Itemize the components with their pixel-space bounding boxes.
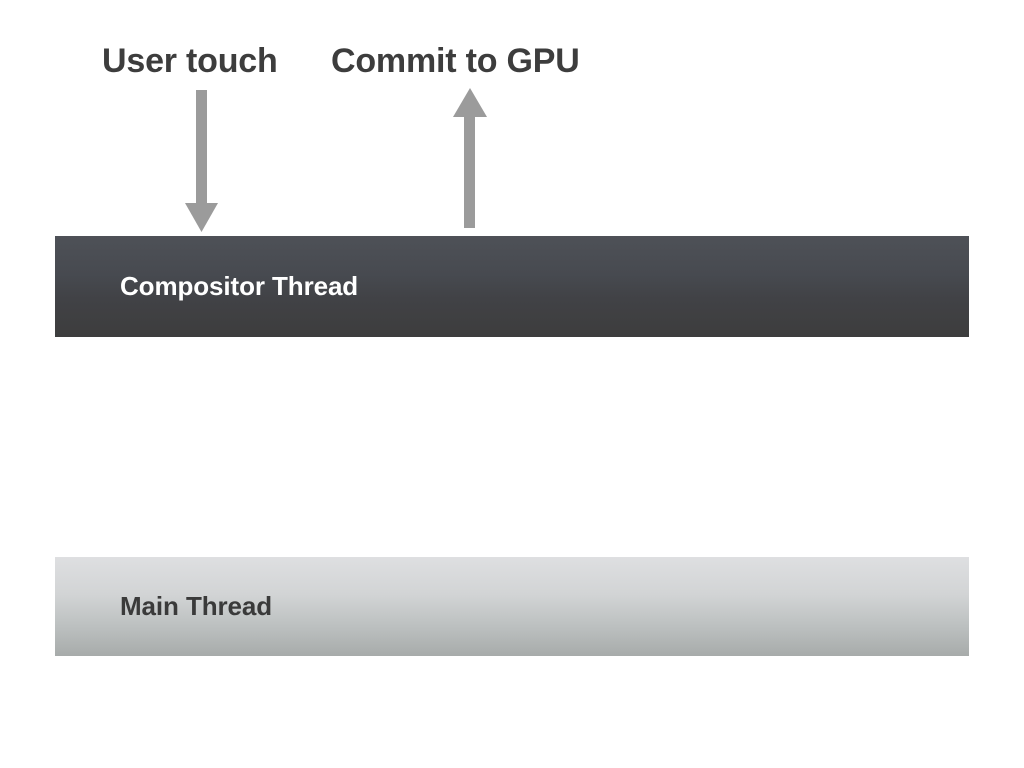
thread-bar-label-compositor-thread: Compositor Thread	[120, 271, 359, 301]
thread-bar-compositor-thread: Compositor Thread	[55, 236, 969, 337]
annotation-label-commit-to-gpu: Commit to GPU	[331, 42, 580, 80]
up-arrow-icon-commit-to-gpu	[453, 88, 487, 228]
down-arrow-icon-user-touch	[185, 90, 218, 232]
thread-bar-main-thread: Main Thread	[55, 557, 969, 656]
annotation-label-user-touch: User touch	[102, 42, 278, 80]
thread-bar-label-main-thread: Main Thread	[120, 591, 273, 621]
